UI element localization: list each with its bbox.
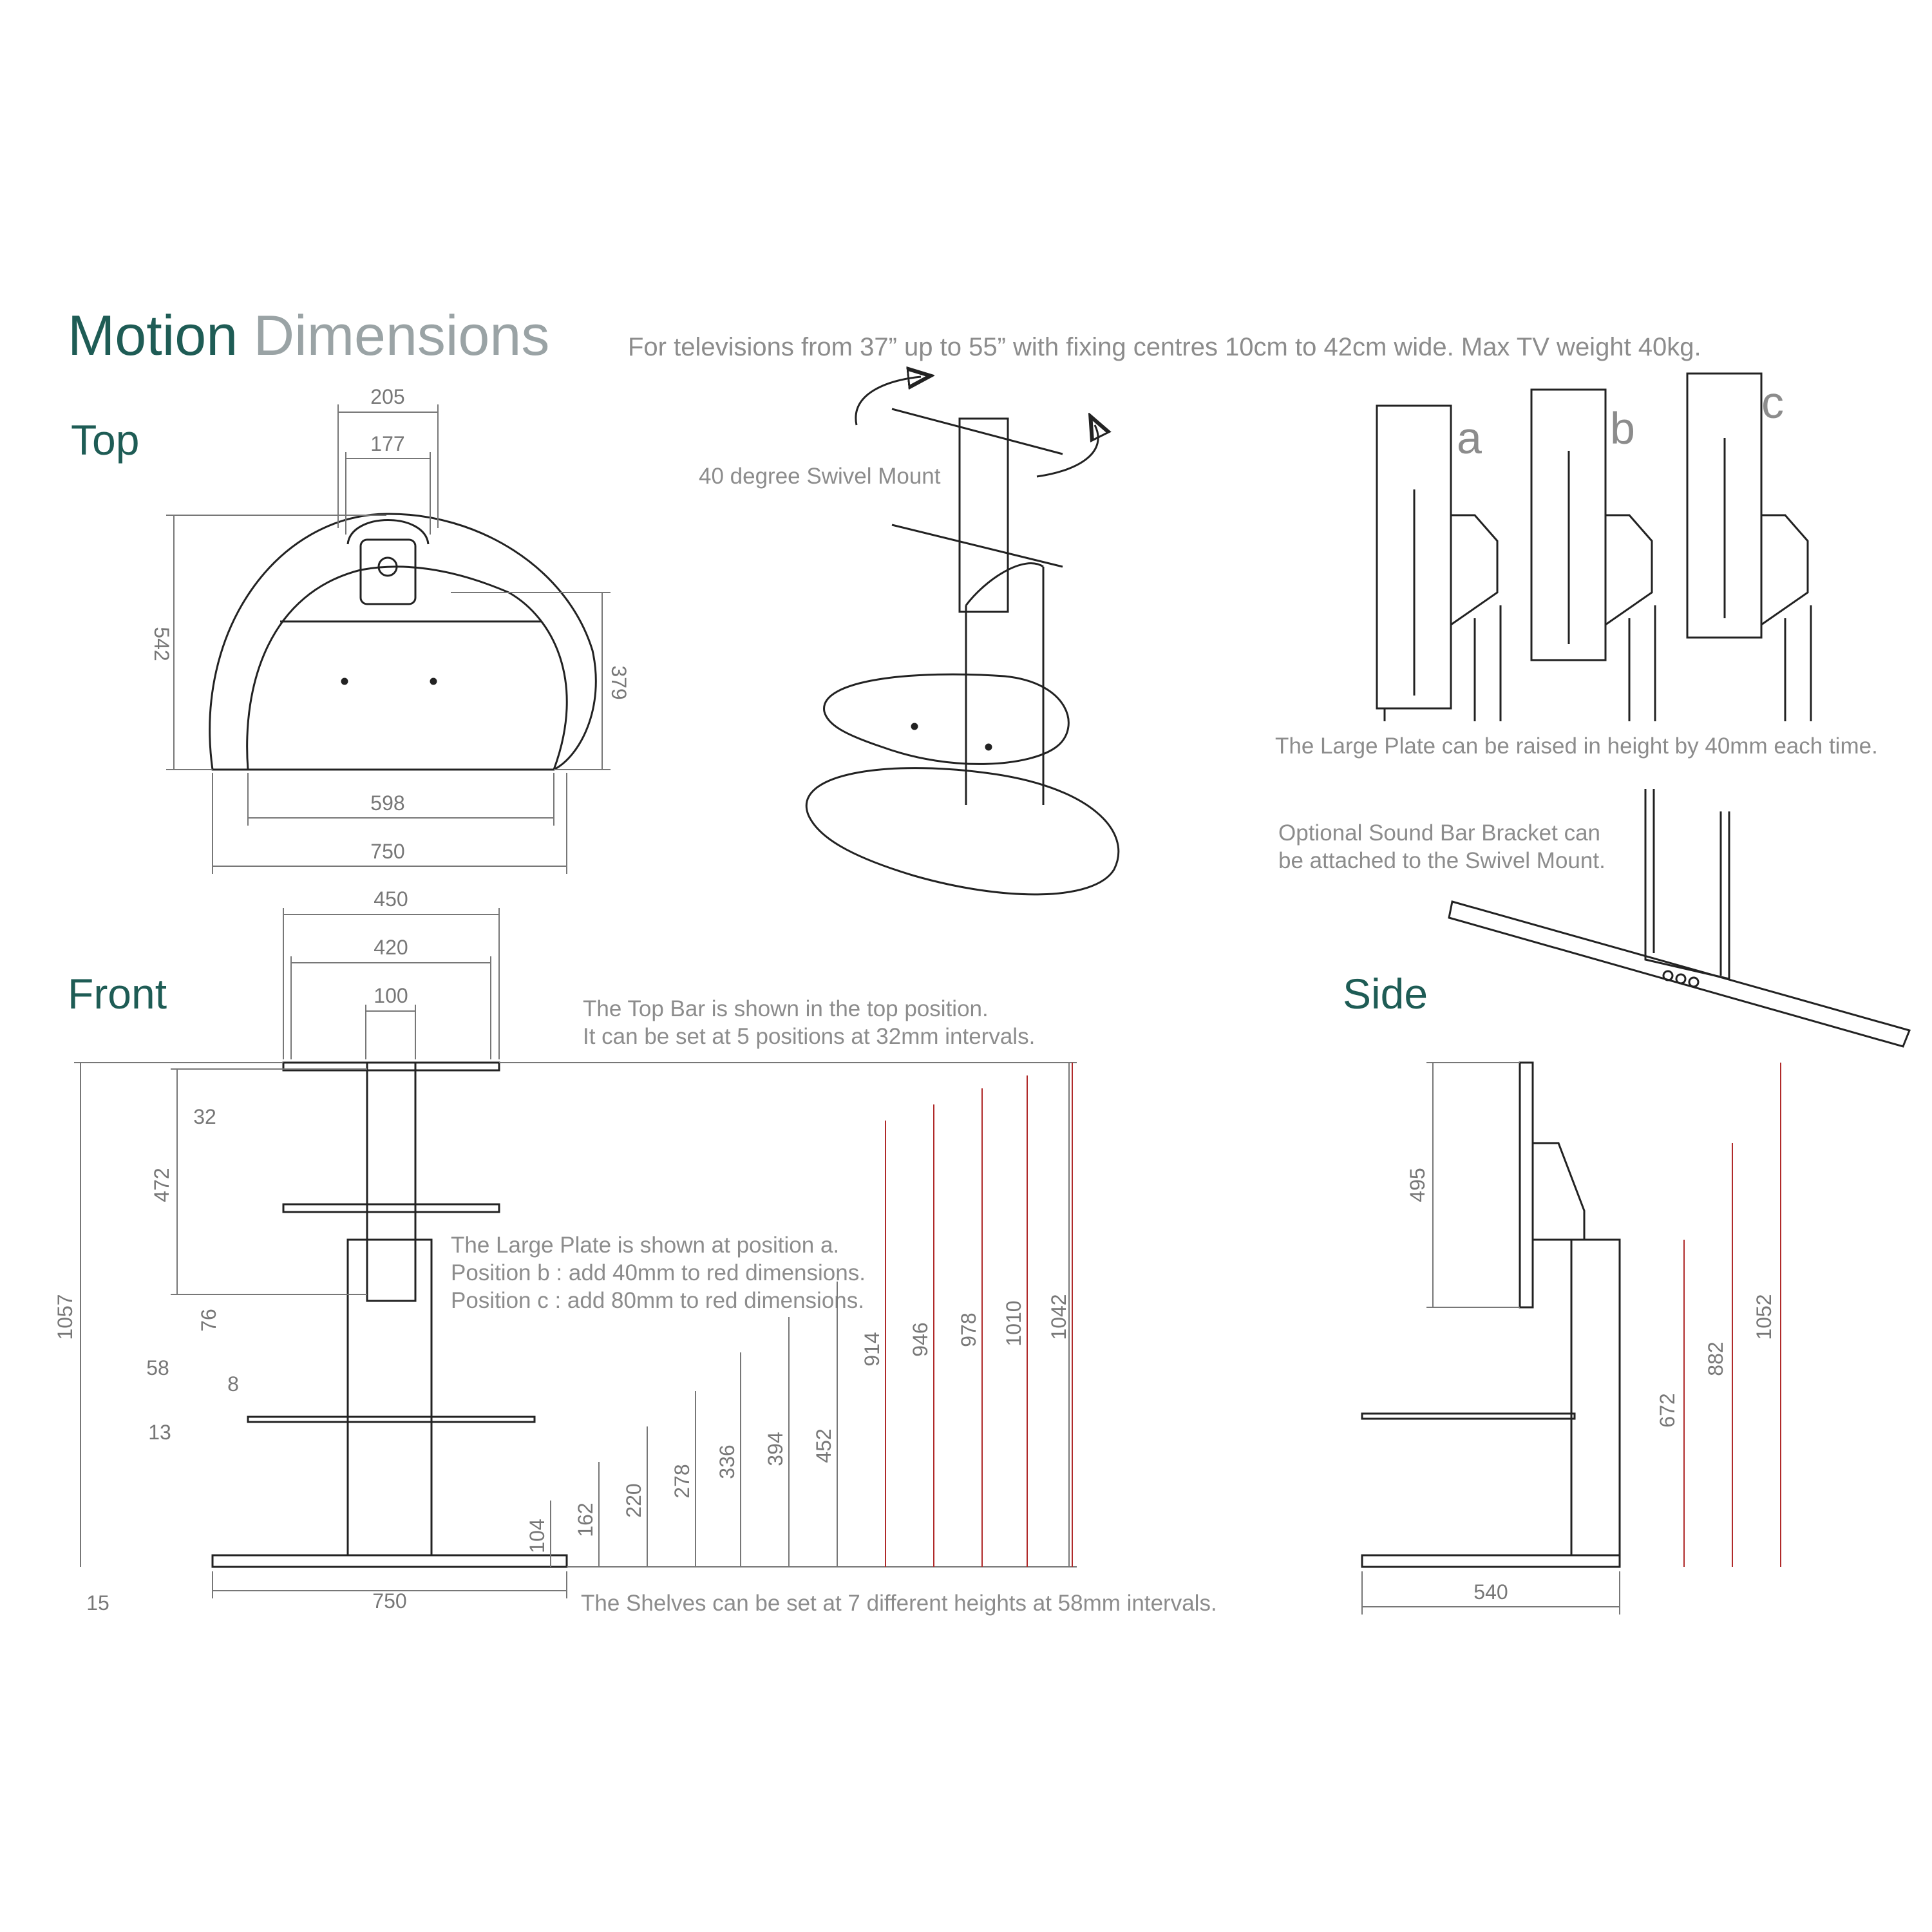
front-dim-914: 914	[860, 1332, 884, 1366]
front-dim-472: 472	[150, 1168, 173, 1202]
top-dim-750: 750	[370, 840, 404, 863]
top-dimension-labels: 205 177 542 379 598 750	[150, 385, 630, 863]
front-dim-1057: 1057	[53, 1294, 77, 1340]
side-dim-540: 540	[1473, 1580, 1508, 1604]
section-top-label: Top	[71, 416, 140, 464]
side-dimensions	[1361, 1062, 1620, 1615]
top-swivel-cap	[346, 519, 430, 545]
front-dim-base-750: 750	[372, 1589, 406, 1613]
swivel-note: 40 degree Swivel Mount	[699, 464, 941, 489]
front-dim-100: 100	[374, 984, 408, 1007]
front-view	[211, 1061, 568, 1568]
side-dimension-labels: 495 672 882 1052 540	[1406, 1168, 1776, 1604]
variant-b-label: b	[1610, 403, 1635, 453]
shelves-note: The Shelves can be set at 7 different he…	[581, 1591, 1217, 1616]
top-dim-598: 598	[370, 791, 404, 815]
section-side-label: Side	[1343, 970, 1428, 1018]
perspective-base	[806, 767, 1120, 896]
top-pillar-hub	[377, 556, 398, 577]
top-dim-379: 379	[607, 665, 630, 699]
perspective-hole	[985, 743, 992, 751]
large-plate-raise-note: The Large Plate can be raised in height …	[1275, 734, 1878, 759]
perspective-pillar	[965, 562, 1045, 805]
front-red-dimensions	[885, 1063, 1073, 1567]
front-dim-162: 162	[574, 1502, 597, 1537]
swivel-arrow-left	[855, 377, 921, 426]
top-base-outline	[209, 513, 597, 771]
section-front-label: Front	[68, 970, 167, 1018]
swivel-arrow-right	[1036, 425, 1098, 478]
plate-variant-b	[1530, 388, 1656, 721]
front-plate	[366, 1061, 417, 1302]
top-shelf-outline	[246, 565, 568, 771]
front-dim-15: 15	[86, 1591, 109, 1615]
front-dim-76: 76	[197, 1309, 220, 1332]
side-dim-672: 672	[1656, 1393, 1679, 1427]
subtitle: For televisions from 37” up to 55” with …	[628, 333, 1701, 361]
top-view	[209, 513, 597, 771]
side-dim-1052: 1052	[1752, 1294, 1776, 1340]
top-dim-205: 205	[370, 385, 404, 408]
front-dim-420: 420	[374, 936, 408, 959]
front-dim-336: 336	[715, 1444, 739, 1479]
front-shelf	[247, 1416, 536, 1423]
front-lower-bar	[282, 1203, 500, 1213]
top-dimensions	[166, 404, 611, 874]
top-shelf-hole	[430, 677, 437, 685]
large-plate-position-note: The Large Plate is shown at position a. …	[451, 1233, 866, 1313]
side-shelf	[1361, 1412, 1576, 1420]
page-title: Motion Dimensions	[68, 303, 550, 367]
side-plate	[1519, 1061, 1534, 1309]
side-dim-495: 495	[1406, 1168, 1429, 1202]
top-dim-177: 177	[370, 432, 404, 455]
front-dim-1042: 1042	[1047, 1294, 1070, 1340]
front-dim-104: 104	[526, 1519, 549, 1553]
front-dimension-labels: 450 420 100 32 472 76 58 8 13 15 750 105…	[53, 887, 1070, 1615]
side-bracket	[1533, 1142, 1586, 1241]
side-view	[1361, 1061, 1621, 1568]
top-pillar	[359, 538, 417, 605]
sound-bar-bracket	[1448, 789, 1911, 1048]
perspective-top-bar	[891, 408, 1063, 455]
plate-variants	[1376, 372, 1812, 721]
front-dim-220: 220	[622, 1483, 645, 1517]
front-dim-394: 394	[764, 1432, 787, 1466]
side-dim-882: 882	[1704, 1341, 1727, 1376]
plate-variant-c	[1686, 372, 1812, 721]
front-dim-32: 32	[193, 1105, 216, 1128]
front-shelf-dims	[550, 1282, 838, 1567]
front-dim-278: 278	[670, 1464, 694, 1498]
perspective-plate	[958, 417, 1009, 613]
front-dim-58: 58	[146, 1356, 169, 1379]
front-pillar	[346, 1238, 433, 1557]
side-pillar	[1570, 1238, 1621, 1557]
side-red-dimensions	[1683, 1063, 1781, 1567]
front-dim-1010: 1010	[1002, 1300, 1025, 1346]
variant-c-label: c	[1761, 377, 1784, 428]
front-dim-8: 8	[227, 1372, 239, 1396]
perspective-hole	[911, 723, 918, 730]
sound-bar-note: Optional Sound Bar Bracket can be attach…	[1278, 820, 1605, 873]
top-shelf-hole	[341, 677, 348, 685]
top-dim-542: 542	[150, 627, 173, 661]
front-dim-978: 978	[957, 1312, 980, 1347]
perspective-lower-bar	[891, 524, 1063, 568]
front-dim-13: 13	[148, 1421, 171, 1444]
plate-variant-a	[1376, 404, 1502, 721]
front-dim-450: 450	[374, 887, 408, 911]
front-base	[211, 1554, 568, 1568]
variant-a-label: a	[1457, 413, 1482, 463]
front-dimensions	[74, 908, 1077, 1598]
perspective-shelf	[823, 673, 1070, 765]
side-base	[1361, 1554, 1621, 1568]
front-dim-946: 946	[909, 1322, 932, 1356]
top-bar-note: The Top Bar is shown in the top position…	[583, 996, 1036, 1049]
perspective-view	[806, 377, 1120, 896]
front-dim-452: 452	[812, 1428, 835, 1463]
